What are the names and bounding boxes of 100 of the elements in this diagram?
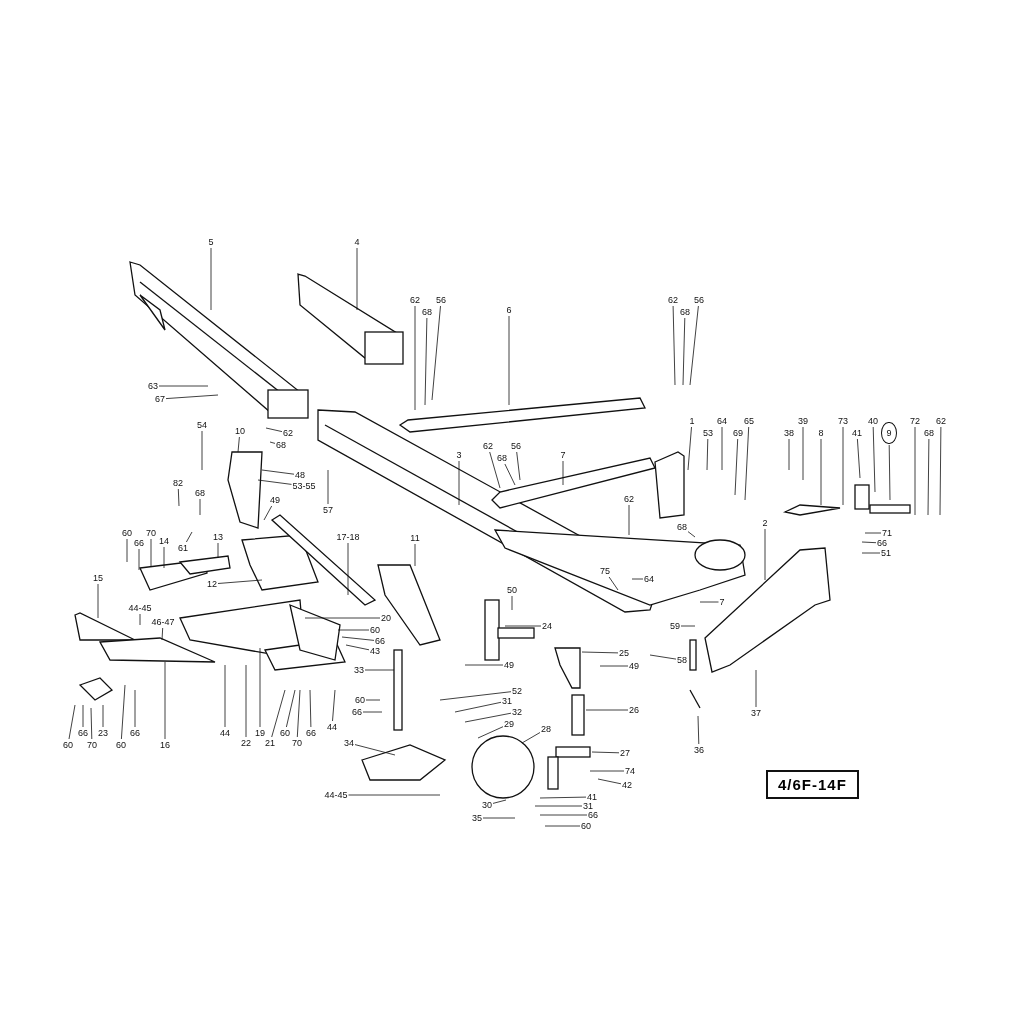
callout-number: 24 [542,621,552,631]
callout-number: 41 [852,428,862,438]
leader-line [872,426,876,493]
callout-number: 50 [507,585,517,595]
callout-number: 27 [620,748,630,758]
leader-line [327,469,329,505]
leader-line [842,426,844,506]
callout-number: 71 [882,528,892,538]
callout-number: 51 [881,548,891,558]
callout-number: 11 [410,533,420,543]
callout-number: 73 [838,416,848,426]
callout-number: 74 [625,766,635,776]
callout-number: 4 [354,237,360,247]
leader-line [259,647,261,728]
callout-number: 66 [352,707,362,717]
callout-number: 40 [868,416,878,426]
callout-number: 68 [422,307,432,317]
leader-line [134,689,136,728]
callout-number: 66 [130,728,140,738]
leader-line [585,709,629,711]
leader-line [521,732,541,744]
leader-line [224,664,226,728]
leader-line [90,707,93,740]
callout-number: 69 [733,428,743,438]
leader-line [939,426,942,516]
leader-line [672,305,676,386]
callout-number: 60 [63,740,73,750]
leader-line [464,664,504,666]
leader-line [482,817,516,819]
leader-line [699,601,719,603]
leader-line [345,644,370,651]
callout-number: 64 [717,416,727,426]
leader-line [927,438,930,516]
callout-number: 60 [280,728,290,738]
callout-number: 70 [146,528,156,538]
leader-line [354,744,396,756]
leader-line [888,444,891,501]
leader-line [309,689,312,728]
leader-line [687,426,692,471]
leader-line [431,305,441,401]
callout-number: 9 [881,422,897,444]
callout-number: 66 [134,538,144,548]
leader-line [271,689,286,738]
callout-number: 14 [159,536,169,546]
callout-number: 17-18 [336,532,360,542]
callout-number: 68 [680,307,690,317]
callout-number: 60 [116,740,126,750]
leader-line [414,305,416,411]
leader-line [97,583,99,619]
leader-line [631,578,644,580]
leader-line [589,770,625,772]
callout-number: 60 [122,528,132,538]
leader-line [158,385,209,387]
callout-number: 15 [93,573,103,583]
leader-line [492,799,507,804]
leader-line [364,669,395,671]
callout-number: 66 [306,728,316,738]
callout-number: 12 [207,579,217,589]
callout-number: 7 [719,597,725,607]
callout-number: 64 [644,574,654,584]
callout-number: 56 [694,295,704,305]
leader-line [820,438,822,506]
leader-line [199,498,201,516]
leader-line [458,460,460,506]
leader-line [477,726,504,739]
leader-line [126,538,128,563]
leader-line [628,504,630,536]
leader-line [82,704,84,728]
leader-line [362,711,383,713]
leader-line [121,684,126,740]
callout-number: 62 [936,416,946,426]
leader-line [165,394,219,399]
callout-number: 33 [354,665,364,675]
callout-number: 53 [703,428,713,438]
callout-number: 63 [148,381,158,391]
callout-number: 57 [323,505,333,515]
callout-number: 53-55 [292,481,316,491]
leader-line [201,430,203,471]
leader-line [348,794,441,796]
callout-number: 13 [213,532,223,542]
callout-number: 70 [292,738,302,748]
leader-line [263,505,273,521]
callout-number: 46-47 [151,617,175,627]
leader-line [414,543,416,567]
leader-line [861,541,877,544]
leader-line [764,528,766,581]
callout-number: 44 [220,728,230,738]
callout-number: 44 [327,722,337,732]
leader-line [802,426,804,481]
callout-number: 54 [197,420,207,430]
leader-line [464,712,512,723]
callout-number: 37 [751,708,761,718]
leader-line [269,441,276,444]
callout-number: 42 [622,780,632,790]
callout-number: 39 [798,416,808,426]
callout-number: 66 [78,728,88,738]
leader-line [504,625,542,627]
leader-line [265,427,283,432]
callout-number: 26 [629,705,639,715]
callout-number: 72 [910,416,920,426]
